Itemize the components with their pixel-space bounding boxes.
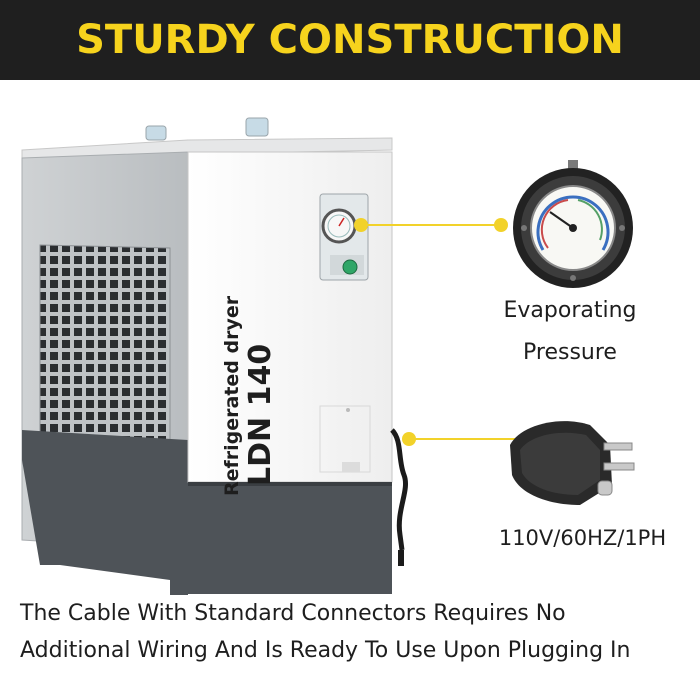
power-spec-label: 110V/60HZ/1PH: [498, 526, 667, 550]
power-button-icon: [342, 259, 358, 275]
pressure-callout-line2: Pressure: [523, 340, 617, 365]
top-cap-right: [245, 117, 269, 137]
caption-line2: Additional Wiring And Is Ready To Use Up…: [20, 638, 631, 663]
pressure-leader-dot-end: [494, 218, 508, 232]
power-leader-dot-start: [402, 432, 416, 446]
pressure-leader-dot-start: [354, 218, 368, 232]
pressure-callout: Evaporating Pressure: [480, 290, 660, 374]
pressure-gauge-icon: [513, 160, 633, 288]
banner-title: STURDY CONSTRUCTION: [76, 17, 624, 63]
product-label-model: LDN 140: [243, 344, 278, 486]
caption-line1: The Cable With Standard Connectors Requi…: [20, 601, 566, 626]
header-banner: STURDY CONSTRUCTION: [0, 0, 700, 80]
product-label-series: Refrigerated dryer: [221, 295, 243, 496]
power-leader-line: [410, 438, 516, 440]
base-plinth: [188, 482, 392, 594]
pressure-callout-line1: Evaporating: [503, 298, 637, 323]
dryer-unit-image: Refrigerated dryer LDN 140: [21, 117, 408, 595]
pressure-leader-line: [362, 224, 502, 226]
power-cable: [390, 428, 408, 551]
top-cap-left: [145, 125, 167, 141]
caption-text: The Cable With Standard Connectors Requi…: [20, 595, 690, 669]
power-plug-icon: [510, 421, 635, 505]
